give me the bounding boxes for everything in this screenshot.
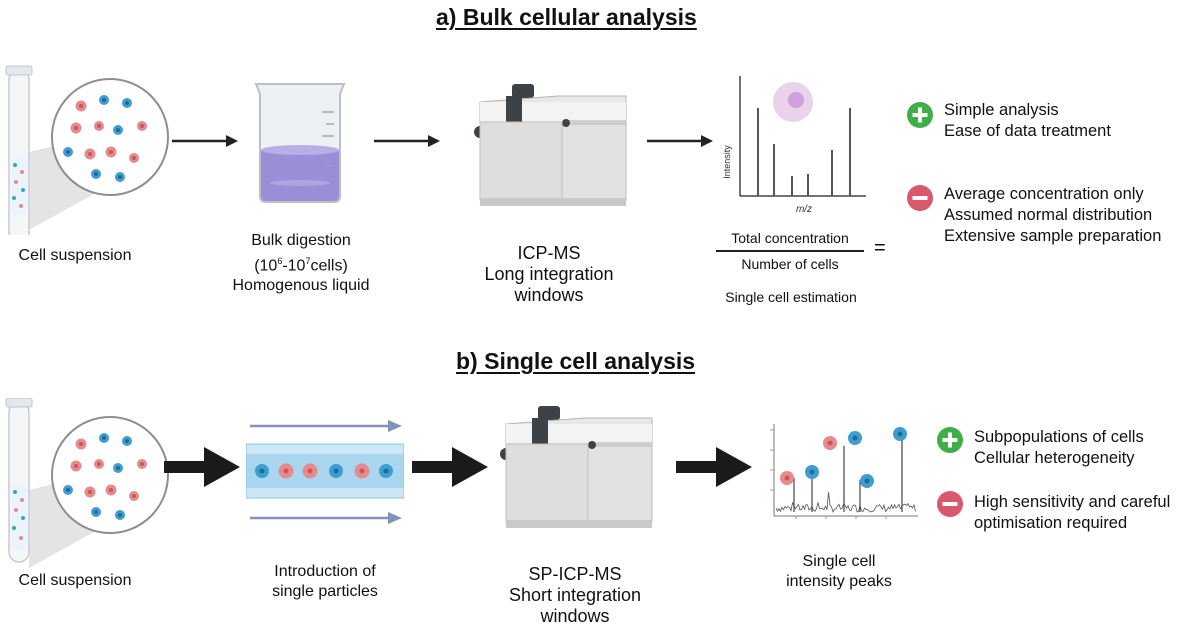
section-a-title: a) Bulk cellular analysis (436, 4, 697, 30)
large-arrow-icon (676, 447, 752, 487)
plus-icon (907, 102, 933, 128)
con-item: optimisation required (974, 514, 1128, 532)
large-arrow-icon (164, 447, 240, 487)
cell-suspension-label-b: Cell suspension (18, 572, 132, 589)
sp-icp-ms-caption: SP-ICP-MS Short integration windows (500, 564, 650, 627)
single-cell-estimation-label: Single cell estimation (725, 289, 857, 305)
flow-channel-illustration (246, 420, 404, 524)
con-item: Average concentration only (944, 185, 1144, 203)
minus-icon (907, 185, 933, 211)
icp-ms-instrument-a (474, 84, 627, 206)
formula-numerator: Total concentration (731, 230, 849, 246)
large-arrow-icon (412, 447, 488, 487)
digestion-line3: Homogenous liquid (232, 277, 370, 295)
spike-peaks (793, 436, 903, 512)
pro-item: Cellular heterogeneity (974, 449, 1135, 467)
introduction-line2: single particles (272, 583, 378, 600)
section-b-title: b) Single cell analysis (456, 348, 696, 374)
intensity-trace-plot (770, 424, 918, 519)
mass-spectrum-chart: Intensity m/z (722, 76, 866, 215)
digestion-line1: Bulk digestion (251, 232, 351, 249)
spectrum-peaks (757, 108, 851, 196)
icp-ms-line2: Long integration (484, 264, 614, 284)
spectrum-xlabel: m/z (796, 204, 812, 215)
cells-group-a (63, 95, 147, 182)
spectrum-ylabel: Intensity (722, 145, 732, 179)
peak-cells (780, 427, 907, 488)
pro-item: Subpopulations of cells (974, 428, 1144, 446)
cons-list-b: High sensitivity and careful optimisatio… (974, 492, 1170, 534)
sp-icp-ms-line1: SP-ICP-MS (528, 564, 622, 584)
icp-ms-line1: ICP-MS (517, 243, 581, 263)
digestion-line2: (106-107cells) (254, 256, 348, 275)
peaks-line1: Single cell (802, 553, 876, 570)
con-item: Extensive sample preparation (944, 227, 1162, 245)
icp-ms-line3: windows (514, 285, 584, 305)
cell-suspension-illustration-a (5, 65, 169, 235)
pros-list-b: Subpopulations of cells Cellular heterog… (974, 427, 1144, 469)
cell-suspension-illustration-b (5, 398, 169, 568)
formula-equals: = (874, 237, 886, 259)
arrow-icon (172, 135, 238, 147)
noise-trace (775, 492, 916, 513)
bulk-digestion-caption: Bulk digestion (106-107cells) Homogenous… (226, 231, 376, 296)
peaks-caption: Single cell intensity peaks (764, 552, 914, 592)
plus-icon (937, 427, 963, 453)
cons-list-a: Average concentration only Assumed norma… (944, 184, 1161, 247)
minus-icon (937, 491, 963, 517)
peaks-line2: intensity peaks (786, 573, 892, 590)
sp-icp-ms-instrument-b (500, 406, 653, 528)
icp-ms-caption: ICP-MS Long integration windows (474, 243, 624, 306)
sp-icp-ms-line2: Short integration (508, 585, 642, 605)
beaker-illustration (254, 83, 346, 203)
sp-icp-ms-line3: windows (540, 606, 610, 626)
con-item: Assumed normal distribution (944, 206, 1153, 224)
pro-item: Simple analysis (944, 101, 1059, 119)
introduction-caption: Introduction of single particles (250, 562, 400, 602)
introduction-line1: Introduction of (274, 563, 376, 580)
cell-suspension-label-a: Cell suspension (18, 247, 132, 264)
arrow-icon (647, 135, 713, 147)
flowing-cells (255, 463, 393, 479)
formula-denominator: Number of cells (741, 256, 839, 272)
cells-group-b (63, 433, 147, 520)
pros-list-a: Simple analysis Ease of data treatment (944, 100, 1111, 142)
fraction-bar (716, 250, 864, 252)
con-item: High sensitivity and careful (974, 493, 1171, 511)
pro-item: Ease of data treatment (944, 122, 1111, 140)
arrow-icon (374, 135, 440, 147)
